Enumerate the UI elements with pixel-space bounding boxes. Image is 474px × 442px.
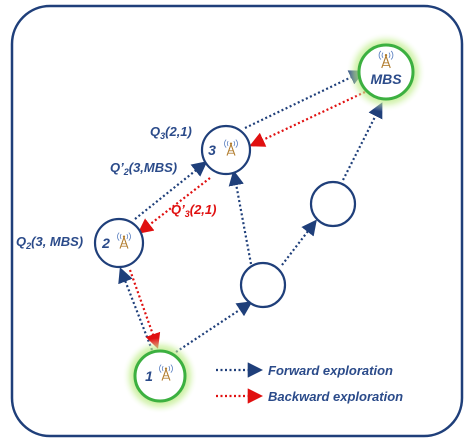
node-mbs: MBS (346, 32, 426, 112)
edge-3-to-mbs-forward (244, 70, 365, 129)
diagram-border (10, 4, 464, 438)
edge-mbs-to-3-backward (249, 91, 366, 147)
node-2-label: 2 (101, 235, 110, 251)
edge-2-to-1-backward (128, 269, 161, 349)
label-q3: Q3(2,1) (150, 124, 192, 141)
edge-4-to-3-forward (228, 169, 253, 265)
edge-4-to-5-forward (281, 219, 317, 266)
node-2: 2 (93, 217, 145, 269)
node-4 (239, 261, 287, 309)
label-q2-prime: Q’2(3,MBS) (110, 160, 177, 177)
legend-forward-text: Forward exploration (268, 363, 393, 378)
edge-1-to-4-forward (175, 301, 253, 353)
label-q2: Q2(3, MBS) (16, 234, 83, 251)
node-5 (309, 180, 357, 228)
node-mbs-label: MBS (370, 71, 402, 87)
node-3: 3 (200, 124, 252, 176)
edge-3-to-2-backward (137, 177, 211, 234)
edge-1-to-2-forward (118, 267, 154, 351)
node-3-label: 3 (208, 142, 216, 158)
label-q3-prime: Q’3(2,1) (171, 202, 216, 219)
node-1: 1 (122, 338, 198, 414)
edge-2-to-3-forward (134, 161, 208, 220)
legend: Forward exploration Backward exploration (216, 362, 403, 404)
legend-backward-text: Backward exploration (268, 389, 403, 404)
node-1-label: 1 (145, 368, 153, 384)
edge-5-to-mbs-forward (342, 102, 383, 181)
